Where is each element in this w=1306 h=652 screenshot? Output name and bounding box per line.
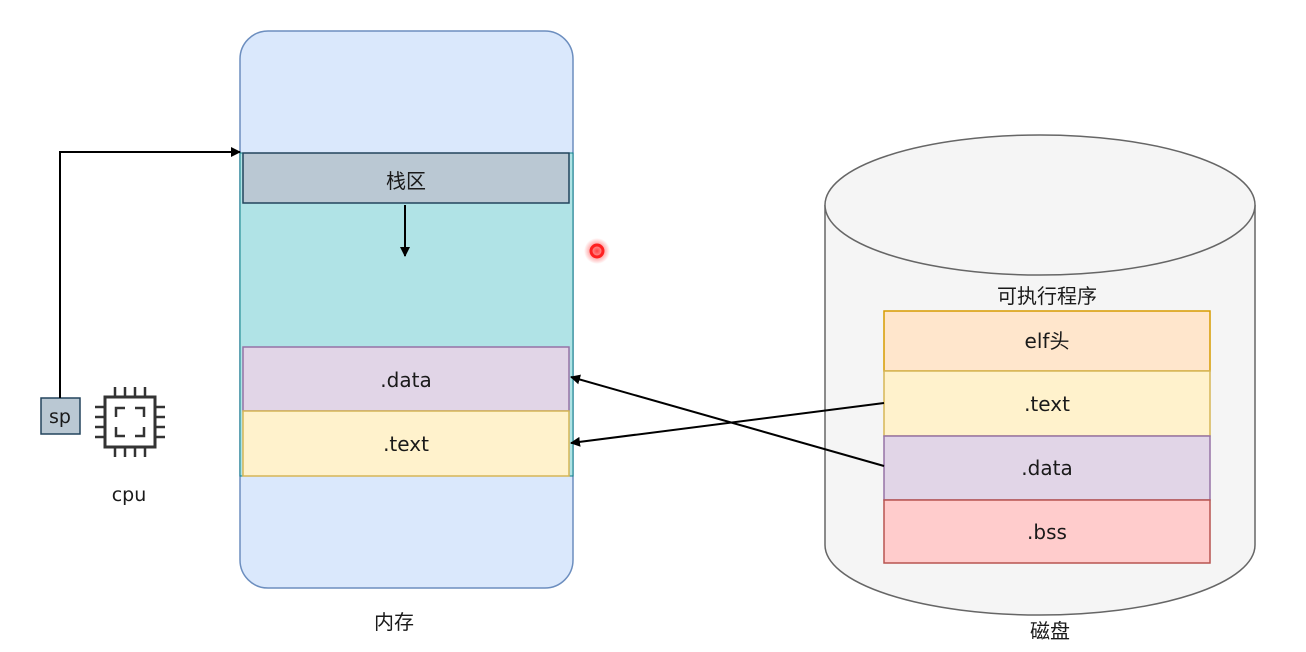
memory-block: 栈区 .data .text 内存	[239, 30, 574, 634]
memory-data-segment	[242, 346, 570, 412]
disk-data-label: .data	[1021, 456, 1072, 480]
stack-region-label: 栈区	[386, 169, 426, 193]
disk-bss-section	[883, 499, 1211, 564]
cpu-chip-icon	[95, 387, 165, 457]
disk-cylinder-top	[824, 134, 1256, 276]
disk-label: 磁盘	[1030, 619, 1070, 643]
sp-register-label: sp	[49, 406, 71, 428]
load-data-arrow	[570, 374, 885, 467]
memory-text-segment	[242, 410, 570, 477]
stack-region	[242, 152, 570, 204]
disk-text-section	[883, 370, 1211, 437]
memory-label: 内存	[374, 610, 414, 634]
disk-elf-label: elf头	[1025, 329, 1070, 353]
disk-elf-header	[883, 310, 1211, 372]
disk-group: 可执行程序 elf头 .text .data .bss 磁盘	[824, 134, 1256, 643]
cursor-pointer-icon	[584, 238, 610, 264]
memory-data-label: .data	[380, 368, 431, 392]
memory-text-label: .text	[383, 432, 429, 456]
disk-bss-label: .bss	[1027, 520, 1067, 544]
disk-data-section	[883, 435, 1211, 501]
cpu-label: cpu	[112, 484, 147, 506]
sp-pointer-arrow	[59, 147, 241, 398]
executable-title: 可执行程序	[997, 284, 1097, 308]
disk-text-label: .text	[1024, 392, 1070, 416]
sp-register	[40, 397, 81, 435]
cpu-group: sp	[40, 147, 241, 506]
load-text-arrow	[570, 402, 885, 447]
